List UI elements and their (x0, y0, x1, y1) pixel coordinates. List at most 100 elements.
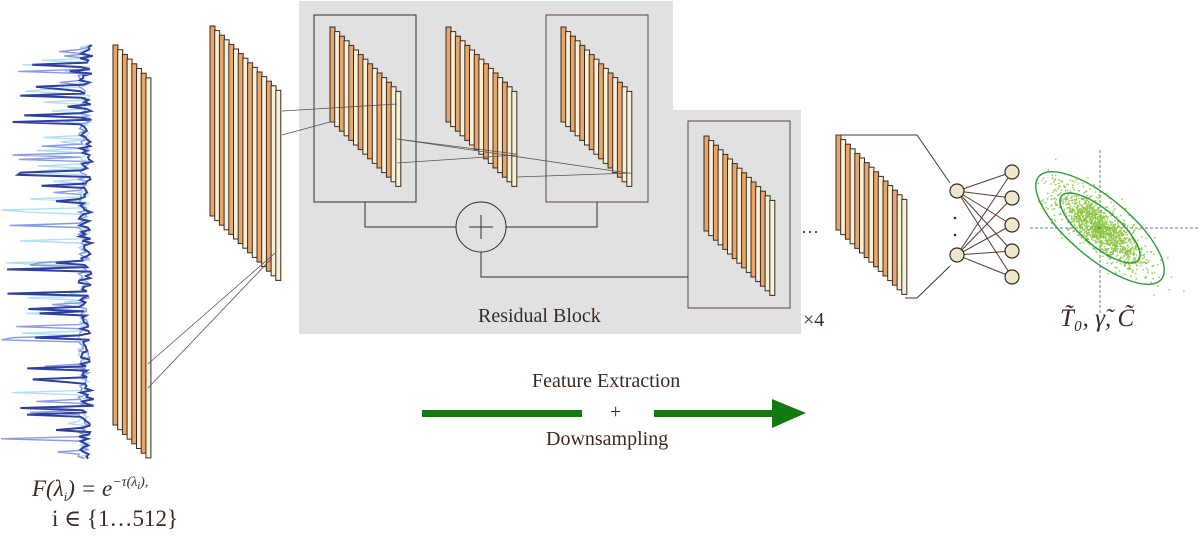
posterior-sample (1082, 199, 1085, 201)
posterior-sample (1092, 239, 1095, 242)
posterior-sample (1110, 201, 1112, 204)
ellipsis-dot (953, 216, 957, 220)
posterior-sample (1096, 222, 1098, 225)
posterior-sample (1120, 256, 1122, 258)
posterior-sample (1090, 230, 1093, 233)
posterior-sample (1126, 237, 1128, 240)
posterior-sample (1067, 194, 1070, 197)
posterior-sample (1065, 183, 1068, 186)
feature-map-bar (511, 90, 518, 187)
posterior-sample (1085, 210, 1088, 213)
posterior-sample (1037, 182, 1039, 185)
posterior-sample (1114, 266, 1116, 269)
posterior-sample (1125, 258, 1128, 260)
posterior-sample (1151, 272, 1154, 275)
posterior-sample (1077, 197, 1080, 200)
posterior-sample (1115, 228, 1117, 231)
posterior-sample (1084, 208, 1087, 211)
posterior-sample (1069, 179, 1072, 181)
posterior-sample (1041, 179, 1044, 182)
posterior-sample (1134, 272, 1137, 275)
posterior-sample (1096, 241, 1098, 244)
posterior-sample (1158, 276, 1161, 278)
posterior-sample (1091, 234, 1094, 236)
posterior-sample (1127, 256, 1130, 259)
posterior-sample (1109, 221, 1112, 224)
posterior-sample (1054, 178, 1057, 181)
posterior-sample (1133, 248, 1136, 251)
posterior-sample (1059, 233, 1062, 235)
posterior-sample (1133, 256, 1136, 259)
posterior-sample (1086, 203, 1088, 205)
posterior-sample (1093, 184, 1095, 186)
posterior-sample (1107, 228, 1109, 231)
posterior-sample (1082, 185, 1085, 188)
posterior-sample (1074, 212, 1076, 215)
posterior-sample (1102, 241, 1105, 244)
posterior-sample (1091, 213, 1094, 216)
posterior-sample (1144, 277, 1147, 279)
output-neuron (1004, 190, 1020, 206)
output-neuron (1004, 217, 1020, 233)
posterior-sample (1055, 198, 1058, 201)
posterior-sample (1119, 231, 1121, 234)
posterior-sample (1108, 238, 1110, 241)
posterior-sample (1073, 198, 1076, 201)
posterior-sample (1142, 254, 1145, 256)
posterior-sample (1156, 263, 1159, 266)
feature-map-stacks (112, 25, 908, 459)
posterior-sample (1123, 222, 1126, 225)
posterior-sample (1077, 204, 1079, 207)
posterior-sample (1052, 191, 1054, 194)
posterior-sample (1040, 200, 1043, 203)
posterior-sample (1131, 246, 1134, 249)
posterior-sample (1099, 201, 1102, 203)
posterior-sample (1064, 200, 1067, 203)
posterior-sample (1042, 199, 1045, 201)
spectrum-line (1, 44, 93, 460)
posterior-sample (1144, 245, 1147, 248)
posterior-sample (1159, 259, 1162, 262)
posterior-sample (1066, 228, 1069, 231)
posterior-sample (1089, 235, 1092, 237)
posterior-sample (1120, 245, 1123, 248)
posterior-sample (1136, 239, 1139, 242)
posterior-sample (1090, 206, 1093, 209)
ellipsis-dot (953, 233, 957, 237)
posterior-sample (1135, 277, 1138, 280)
posterior-sample (1098, 222, 1101, 225)
posterior-sample (1148, 259, 1150, 262)
posterior-sample (1115, 255, 1118, 257)
posterior-sample (1080, 214, 1083, 216)
posterior-sample (1086, 177, 1089, 179)
posterior-sample (1065, 203, 1067, 206)
input-spectra (1, 44, 96, 460)
posterior-sample (1097, 236, 1099, 239)
posterior-sample (1084, 235, 1086, 237)
posterior-sample (1113, 208, 1116, 210)
feature-map-bar (145, 77, 152, 459)
posterior-sample (1091, 235, 1094, 238)
dense-connection (956, 190, 1013, 199)
posterior-sample (1086, 228, 1089, 231)
posterior-sample (1058, 193, 1061, 196)
posterior-sample (1106, 262, 1109, 265)
posterior-sample (1095, 224, 1097, 227)
posterior-sample (1133, 252, 1136, 255)
posterior-sample (1115, 238, 1117, 241)
posterior-sample (1096, 209, 1099, 212)
posterior-sample (1124, 207, 1127, 210)
posterior-sample (1102, 249, 1105, 252)
posterior-sample (1068, 211, 1071, 214)
posterior-sample (1127, 246, 1130, 249)
posterior-sample (1119, 236, 1121, 239)
posterior-sample (1073, 213, 1076, 216)
posterior-sample (1124, 241, 1127, 244)
posterior-sample (1110, 223, 1112, 226)
posterior-sample (1118, 243, 1121, 246)
posterior-sample (1124, 248, 1127, 250)
posterior-sample (1099, 209, 1101, 212)
posterior-sample (1071, 210, 1073, 212)
posterior-sample (1088, 225, 1090, 228)
posterior-sample (1168, 288, 1171, 291)
